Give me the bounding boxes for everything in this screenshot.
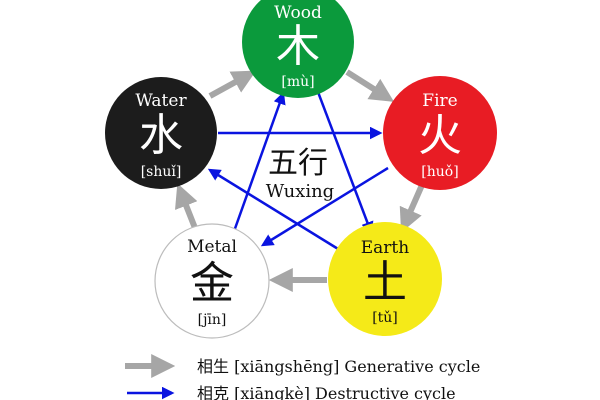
element-metal-name: Metal: [187, 237, 237, 257]
generative-arrows: [175, 69, 425, 292]
element-metal-circle: [154, 223, 270, 339]
element-water-circle: [105, 77, 217, 189]
element-water: Water 水 [shuǐ]: [105, 77, 217, 189]
element-earth-circle: [328, 222, 442, 336]
element-fire-circle: [383, 76, 497, 190]
element-wood: Wood 木 [mù]: [242, 0, 354, 98]
element-earth-char: 土: [363, 257, 407, 308]
element-wood-name: Wood: [274, 3, 322, 23]
element-wood-pinyin: [mù]: [281, 74, 314, 90]
generative-arrow-metal-water: [175, 183, 198, 230]
element-metal-char: 金: [190, 258, 234, 309]
generative-arrow-wood-fire: [345, 69, 395, 102]
element-earth: Earth 土 [tǔ]: [328, 222, 442, 336]
element-water-pinyin: [shuǐ]: [141, 164, 182, 180]
legend-destructive-label: 相克 [xiāngkè] Destructive cycle: [197, 384, 456, 400]
destructive-arrow-metal-wood: [230, 91, 286, 238]
destructive-arrows: [207, 91, 389, 254]
element-wood-char: 木: [276, 21, 320, 72]
legend: 相生 [xiāngshēng] Generative cycle 相克 [xiā…: [125, 354, 480, 400]
element-metal: Metal 金 [jīn]: [154, 223, 270, 339]
element-earth-name: Earth: [361, 238, 410, 258]
element-water-char: 水: [139, 110, 183, 161]
element-wood-circle: [242, 0, 354, 98]
generative-arrow-water-wood: [208, 70, 257, 99]
destructive-arrow-earth-water: [207, 168, 344, 254]
generative-arrow-fire-earth: [399, 183, 425, 233]
center-name: Wuxing: [266, 181, 334, 202]
element-fire-pinyin: [huǒ]: [421, 164, 458, 180]
element-metal-pinyin: [jīn]: [198, 312, 227, 328]
element-fire: Fire 火 [huǒ]: [383, 76, 497, 190]
element-earth-pinyin: [tǔ]: [372, 310, 398, 326]
element-fire-char: 火: [418, 110, 462, 161]
element-water-name: Water: [135, 91, 187, 111]
legend-generative-label: 相生 [xiāngshēng] Generative cycle: [197, 357, 480, 376]
destructive-arrow-fire-metal: [260, 166, 389, 247]
element-fire-name: Fire: [422, 91, 457, 111]
center-chars: 五行: [268, 146, 328, 181]
destructive-arrow-wood-earth: [316, 91, 374, 235]
